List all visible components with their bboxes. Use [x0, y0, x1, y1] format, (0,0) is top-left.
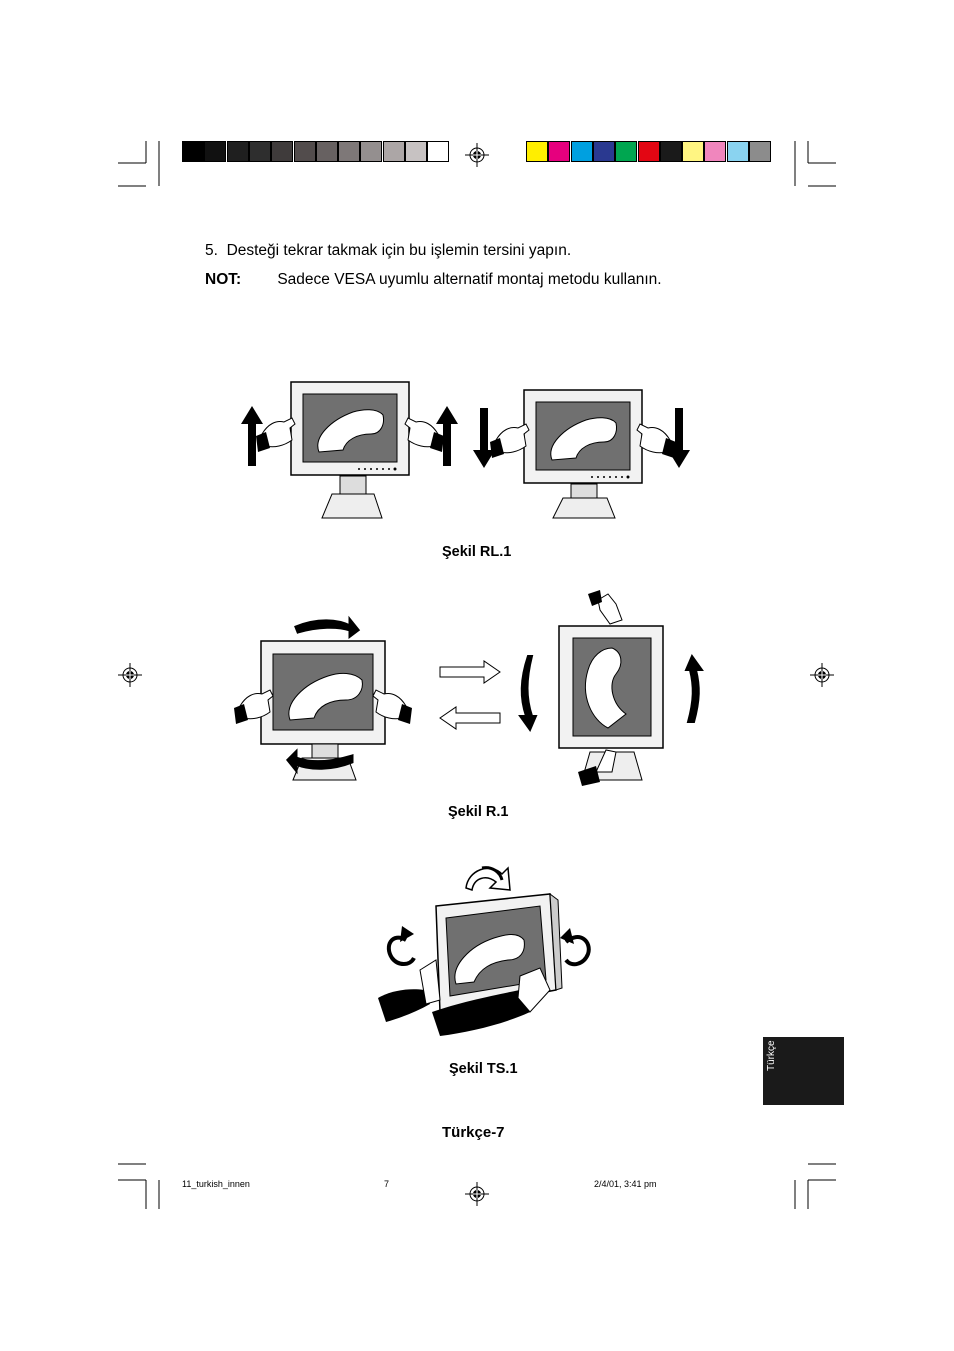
color-bar-swatch: [548, 141, 571, 162]
color-bar-swatch: [726, 141, 749, 162]
figure-r1-caption: Şekil R.1: [448, 804, 509, 820]
instruction-number: 5.: [205, 242, 218, 259]
gray-bar-swatch: [382, 141, 405, 162]
footer-timestamp: 2/4/01, 3:41 pm: [594, 1179, 657, 1189]
figure-rl1-caption: Şekil RL.1: [442, 544, 512, 560]
color-bar-swatch: [592, 141, 615, 162]
color-bar-swatch: [526, 141, 548, 162]
registration-mark-right: [810, 663, 834, 687]
gray-bar-swatch: [405, 141, 427, 162]
gray-bar-swatch: [338, 141, 361, 162]
color-bar-swatch: [570, 141, 593, 162]
gray-bar-swatch: [182, 141, 204, 162]
gray-bar-swatch: [204, 141, 227, 162]
note-label: NOT:: [205, 271, 242, 288]
footer-filename: 11_turkish_innen: [182, 1179, 250, 1189]
figure-ts1-caption: Şekil TS.1: [449, 1061, 518, 1077]
gray-bar-swatch: [271, 141, 294, 162]
language-side-tab: Türkçe: [763, 1037, 844, 1105]
page-label: Türkçe-7: [442, 1124, 505, 1141]
registration-mark-left: [118, 663, 142, 687]
side-tab-label: Türkçe: [766, 1040, 777, 1071]
note-text: Sadece VESA uyumlu alternatif montaj met…: [277, 271, 662, 288]
gray-bar-swatch: [427, 141, 450, 162]
registration-mark-bottom: [465, 1182, 489, 1206]
footer-page-number: 7: [384, 1179, 390, 1189]
gray-bar-swatch: [293, 141, 316, 162]
registration-mark-top: [465, 143, 489, 167]
note-line: NOT: Sadece VESA uyumlu alternatif monta…: [205, 271, 662, 289]
gray-bar-swatch: [360, 141, 383, 162]
gray-bar-swatch: [248, 141, 271, 162]
color-bar-swatch: [659, 141, 682, 162]
instruction-text: Desteği tekrar takmak için bu işlemin te…: [226, 242, 572, 259]
gray-bar-swatch: [315, 141, 338, 162]
color-bar-swatch: [749, 141, 771, 162]
color-bar-swatch: [615, 141, 638, 162]
gray-bar-swatch: [226, 141, 249, 162]
color-bar-swatch: [637, 141, 660, 162]
color-bar-swatch: [682, 141, 705, 162]
color-bar-swatch: [704, 141, 727, 162]
instruction-line: 5. Desteği tekrar takmak için bu işlemin…: [205, 242, 571, 260]
